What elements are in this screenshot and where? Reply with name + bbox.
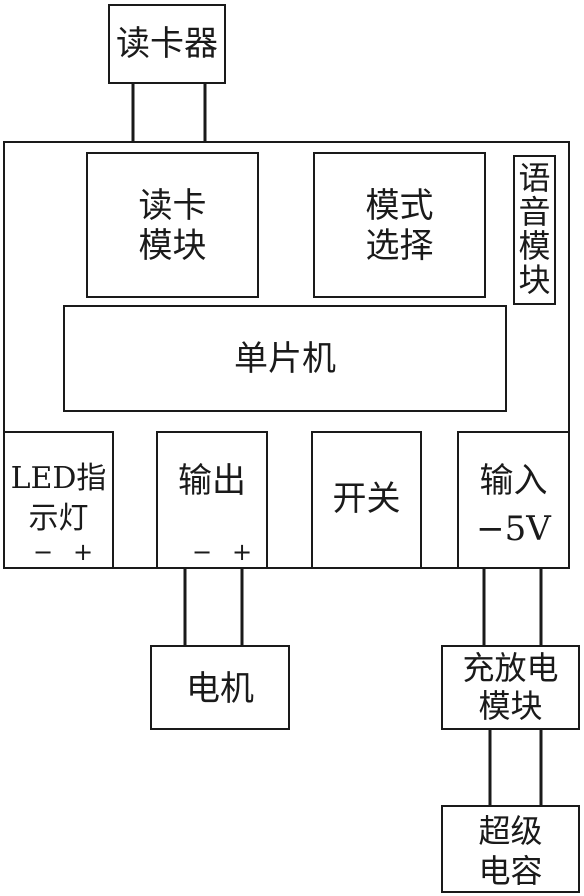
mode-select-box: 模式 选择 [313,152,486,298]
led-plus: + [73,538,94,566]
mode-select-line1: 模式 [365,186,434,226]
output-plus: + [232,538,253,566]
switch-box: 开关 [311,431,422,569]
card-module-line1: 读卡 [138,186,207,226]
voice-module-char3: 模 [518,227,551,265]
led-line2: 示灯 [28,501,89,536]
card-reader-box: 读卡器 [108,4,226,84]
voice-module-char2: 音 [518,193,551,231]
card-module-box: 读卡 模块 [86,152,259,298]
output-minus: − [192,538,213,566]
output-box: 输出 − + [156,431,268,569]
led-line1: LED指 [10,461,107,496]
output-label: 输出 [178,461,246,501]
voice-module-box: 语 音 模 块 [513,155,556,305]
input-box: 输入 −5V [457,431,570,569]
supercap-line2: 电容 [478,852,543,890]
motor-label: 电机 [186,669,254,709]
led-indicator-box: LED指 示灯 − + [3,431,114,569]
voice-module-char1: 语 [518,159,551,197]
card-module-line2: 模块 [138,226,207,266]
motor-box: 电机 [150,645,290,730]
supercapacitor-box: 超级 电容 [441,805,580,893]
switch-label: 开关 [332,479,401,519]
charge-module-line1: 充放电 [462,649,559,687]
input-line2: −5V [476,509,551,549]
voice-module-char4: 块 [518,261,551,299]
charge-module-line2: 模块 [478,687,543,725]
mcu-box: 单片机 [63,305,507,412]
supercap-line1: 超级 [478,812,543,850]
mcu-label: 单片机 [234,339,336,379]
charge-discharge-module-box: 充放电 模块 [441,645,580,730]
mode-select-line2: 选择 [365,226,434,266]
card-reader-label: 读卡器 [116,24,218,64]
led-minus: − [33,538,54,566]
input-line1: 输入 [479,461,548,501]
